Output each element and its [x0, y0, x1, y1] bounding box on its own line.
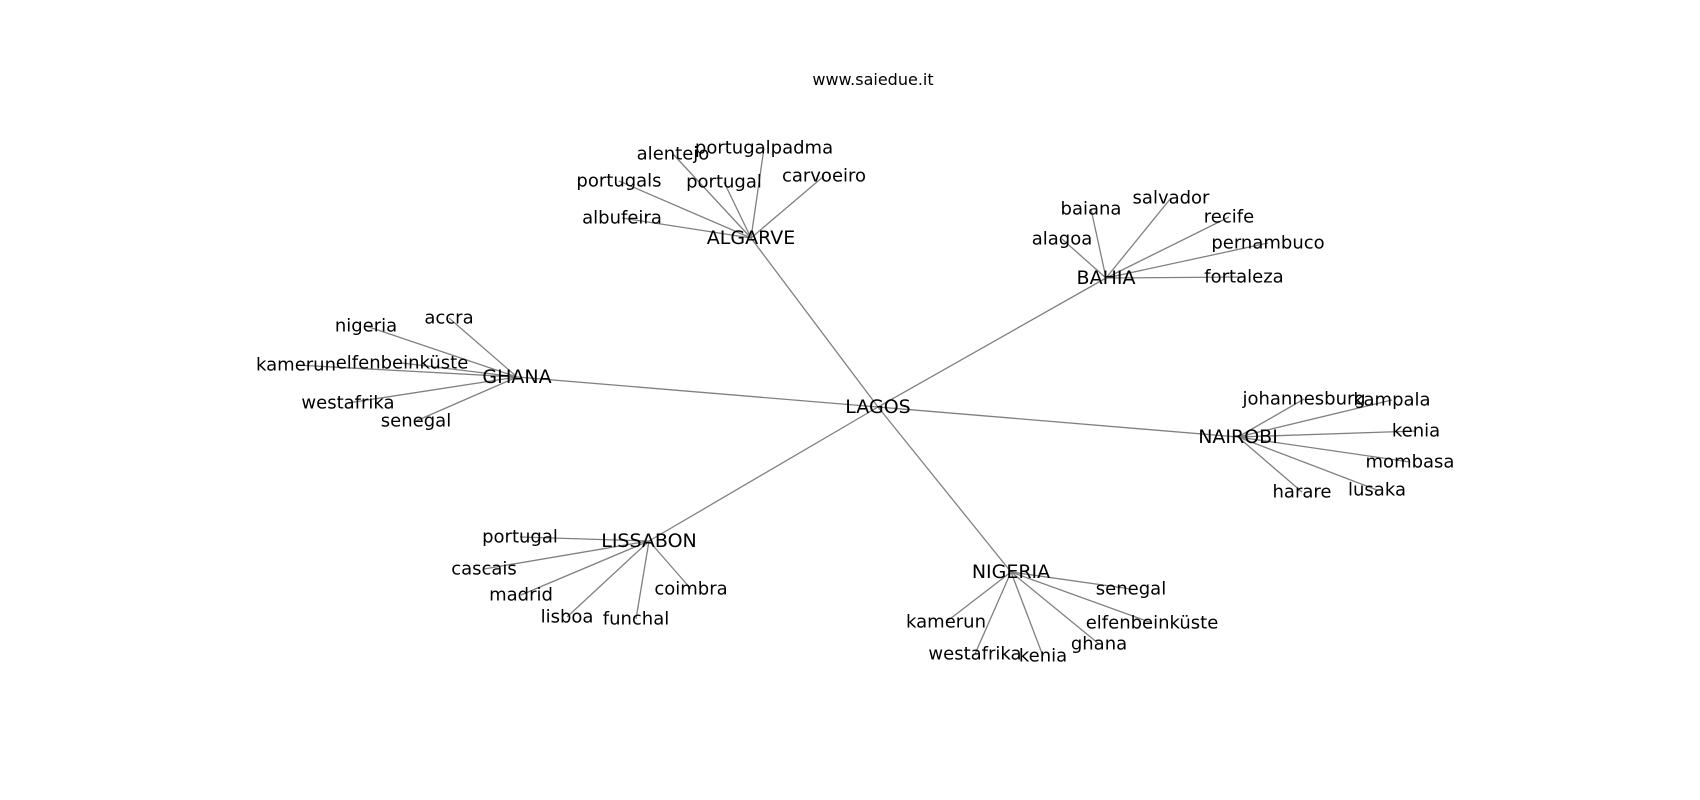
leaf-node-ghana-elfenbeink-ste: elfenbeinküste — [336, 353, 469, 374]
leaf-node-lissabon-coimbra: coimbra — [654, 579, 727, 600]
leaf-node-ghana-nigeria: nigeria — [335, 316, 397, 337]
leaf-node-nigeria-ghana: ghana — [1071, 634, 1127, 655]
edge-nairobi-kampala — [1237, 399, 1393, 438]
leaf-node-nairobi-kenia: kenia — [1392, 421, 1440, 442]
leaf-node-nigeria-kenia: kenia — [1019, 646, 1067, 667]
edge-nigeria-kamerun — [945, 571, 1012, 623]
edge-ghana-nigeria — [365, 325, 518, 378]
edge-nigeria-elfenbeink-ste — [1010, 571, 1153, 624]
edge-algarve-albufeira — [621, 217, 752, 239]
edge-lissabon-funchal — [635, 540, 650, 620]
edge-center-bahia — [877, 277, 1107, 408]
leaf-node-lissabon-lisboa: lisboa — [541, 607, 594, 628]
edge-lissabon-lisboa — [566, 540, 650, 618]
hub-node-bahia: BAHIA — [1077, 267, 1136, 289]
edge-algarve-portugals — [618, 180, 752, 239]
leaf-node-nigeria-senegal: senegal — [1096, 579, 1166, 600]
edge-center-nigeria — [877, 406, 1012, 573]
leaf-node-lissabon-cascais: cascais — [451, 559, 517, 580]
graph-edges — [295, 147, 1417, 657]
edge-lissabon-coimbra — [648, 540, 692, 590]
edge-ghana-accra — [448, 317, 518, 378]
edge-ghana-elfenbeink-ste — [401, 362, 518, 378]
leaf-node-ghana-senegal: senegal — [381, 411, 451, 432]
leaf-node-bahia-fortaleza: fortaleza — [1204, 267, 1283, 288]
edge-nairobi-harare — [1237, 436, 1303, 493]
leaf-node-ghana-westafrika: westafrika — [301, 393, 394, 414]
leaf-node-nairobi-johannesburg: johannesburg — [1241, 389, 1365, 410]
leaf-node-algarve-portugal: portugal — [686, 172, 762, 193]
edge-ghana-kamerun — [295, 364, 518, 378]
leaf-node-nigeria-westafrika: westafrika — [928, 644, 1021, 665]
edge-nairobi-kenia — [1237, 430, 1417, 438]
edge-algarve-portugal — [723, 181, 752, 239]
edge-nigeria-senegal — [1010, 571, 1132, 590]
edge-algarve-alentejo — [672, 153, 752, 239]
leaf-node-lissabon-funchal: funchal — [603, 609, 670, 630]
source-watermark: www.saiedue.it — [812, 70, 934, 89]
edge-ghana-senegal — [415, 376, 518, 422]
edge-nigeria-westafrika — [974, 571, 1012, 655]
leaf-node-nairobi-mombasa: mombasa — [1366, 452, 1455, 473]
leaf-node-algarve-albufeira: albufeira — [582, 208, 662, 229]
edge-algarve-portugalpadma — [750, 147, 765, 239]
edge-lissabon-cascais — [483, 540, 650, 570]
edge-bahia-salvador — [1105, 197, 1172, 279]
leaf-node-bahia-recife: recife — [1204, 207, 1254, 228]
leaf-node-lissabon-madrid: madrid — [489, 585, 553, 606]
leaf-node-lissabon-portugal: portugal — [482, 527, 558, 548]
center-node-label: LAGOS — [845, 396, 910, 418]
edge-center-lissabon — [648, 406, 879, 542]
edge-nairobi-lusaka — [1237, 436, 1378, 491]
leaf-node-bahia-baiana: baiana — [1061, 199, 1122, 220]
leaf-node-bahia-salvador: salvador — [1133, 188, 1211, 209]
edge-bahia-baiana — [1090, 208, 1107, 279]
leaf-node-nairobi-lusaka: lusaka — [1348, 480, 1406, 501]
leaf-node-bahia-pernambuco: pernambuco — [1211, 233, 1324, 254]
edge-center-ghana — [516, 376, 879, 408]
leaf-node-nairobi-kampala: kampala — [1353, 390, 1430, 411]
edge-algarve-carvoeiro — [750, 175, 825, 239]
edge-center-nairobi — [877, 406, 1239, 438]
leaf-node-algarve-portugalpadma: portugalpadma — [695, 138, 833, 159]
hub-node-ghana: GHANA — [482, 366, 551, 388]
leaf-node-algarve-alentejo: alentejo — [637, 144, 710, 165]
hub-node-algarve: ALGARVE — [707, 227, 795, 249]
hub-node-nigeria: NIGERIA — [972, 561, 1050, 583]
leaf-node-nairobi-harare: harare — [1273, 482, 1332, 503]
edge-nairobi-mombasa — [1237, 436, 1411, 463]
hub-node-lissabon: LISSABON — [601, 530, 697, 552]
edge-ghana-westafrika — [347, 376, 518, 404]
edge-bahia-recife — [1105, 216, 1230, 279]
leaf-node-algarve-portugals: portugals — [576, 171, 661, 192]
leaf-node-ghana-kamerun: kamerun — [256, 355, 336, 376]
leaf-node-nigeria-elfenbeink-ste: elfenbeinküste — [1086, 613, 1219, 634]
edge-bahia-alagoa — [1061, 238, 1107, 279]
leaf-node-ghana-accra: accra — [424, 308, 473, 329]
edge-bahia-fortaleza — [1105, 276, 1245, 279]
hub-node-nairobi: NAIROBI — [1198, 426, 1278, 448]
edge-lissabon-madrid — [520, 540, 650, 596]
leaf-node-bahia-alagoa: alagoa — [1032, 229, 1093, 250]
edge-nairobi-johannesburg — [1237, 398, 1305, 438]
edge-center-algarve — [750, 237, 879, 408]
edge-nigeria-ghana — [1010, 571, 1100, 645]
leaf-node-nigeria-kamerun: kamerun — [906, 612, 986, 633]
edge-nigeria-kenia — [1010, 571, 1044, 657]
edge-lissabon-portugal — [519, 536, 650, 542]
leaf-node-algarve-carvoeiro: carvoeiro — [782, 166, 866, 187]
edge-bahia-pernambuco — [1105, 242, 1269, 279]
